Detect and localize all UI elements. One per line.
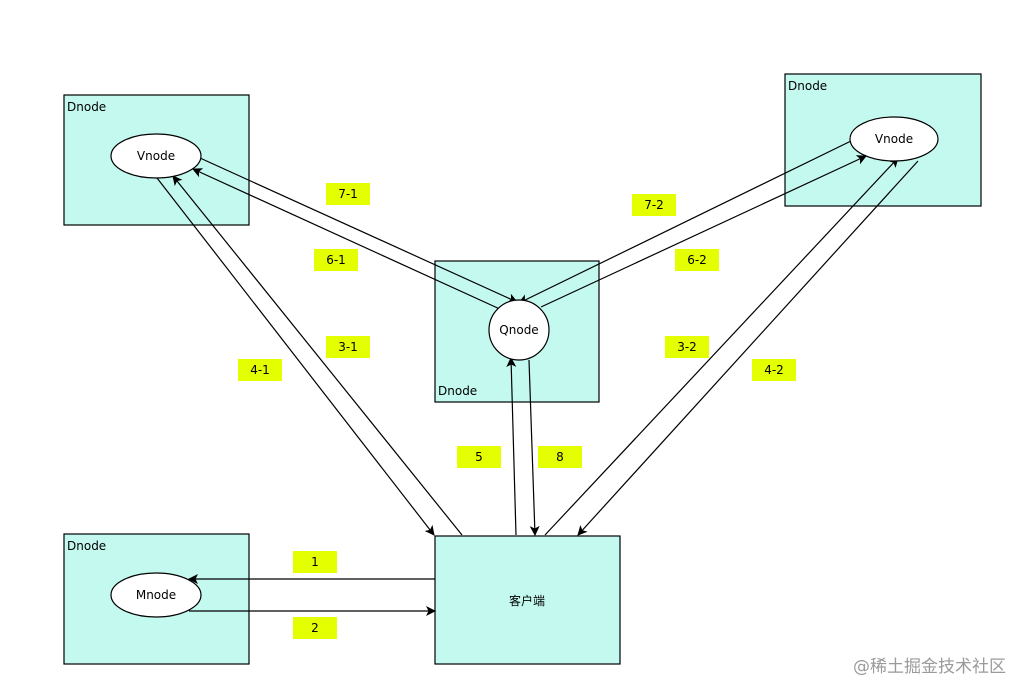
mnode-label: Mnode [136, 588, 176, 602]
svg-text:8: 8 [556, 450, 564, 464]
step-label-3-1: 3-1 [326, 336, 370, 358]
edge-3-1 [172, 175, 463, 536]
dnode-label-top-left: Dnode [67, 100, 106, 114]
dnode-label-center: Dnode [438, 384, 477, 398]
edge-8 [528, 359, 540, 536]
step-label-6-1: 6-1 [314, 249, 358, 271]
edge-7-1 [199, 157, 518, 303]
watermark-text: @稀土掘金技术社区 [853, 657, 1006, 677]
qnode: Qnode [488, 299, 550, 361]
edge-6-1 [192, 168, 503, 311]
vnode-left: Vnode [110, 133, 202, 179]
svg-text:6-1: 6-1 [326, 253, 346, 267]
vnode-right: Vnode [849, 116, 939, 162]
edge-4-2 [577, 160, 919, 536]
vnode-left-label: Vnode [137, 149, 175, 163]
edge-4-1 [156, 177, 435, 536]
svg-text:7-2: 7-2 [644, 198, 664, 212]
step-label-7-1: 7-1 [326, 183, 370, 205]
step-label-4-2: 4-2 [752, 359, 796, 381]
edge-7-2 [518, 140, 852, 304]
step-label-5: 5 [457, 446, 501, 468]
edge-3-2 [544, 157, 899, 536]
svg-text:4-2: 4-2 [764, 363, 784, 377]
svg-text:6-2: 6-2 [687, 253, 707, 267]
vnode-right-label: Vnode [875, 132, 913, 146]
step-label-3-2: 3-2 [665, 336, 709, 358]
svg-text:7-1: 7-1 [338, 187, 358, 201]
step-label-6-2: 6-2 [675, 249, 719, 271]
mnode: Mnode [110, 572, 202, 618]
svg-text:2: 2 [311, 621, 319, 635]
svg-text:3-2: 3-2 [677, 340, 697, 354]
edge-6-2 [540, 155, 867, 308]
edges [156, 140, 919, 616]
svg-text:1: 1 [311, 555, 319, 569]
dnode-label-top-right: Dnode [788, 79, 827, 93]
step-label-7-2: 7-2 [632, 194, 676, 216]
svg-text:5: 5 [475, 450, 483, 464]
step-label-4-1: 4-1 [238, 359, 282, 381]
step-label-2: 2 [293, 617, 337, 639]
edge-5 [506, 357, 517, 536]
step-label-8: 8 [538, 446, 582, 468]
svg-text:4-1: 4-1 [250, 363, 270, 377]
svg-text:3-1: 3-1 [338, 340, 358, 354]
client-box: 客户端 [434, 535, 621, 665]
qnode-label: Qnode [499, 323, 538, 337]
dnode-box-top-right: Dnode [784, 73, 982, 207]
step-label-1: 1 [293, 551, 337, 573]
client-label: 客户端 [509, 593, 545, 608]
dnode-label-bottom-left: Dnode [67, 539, 106, 553]
